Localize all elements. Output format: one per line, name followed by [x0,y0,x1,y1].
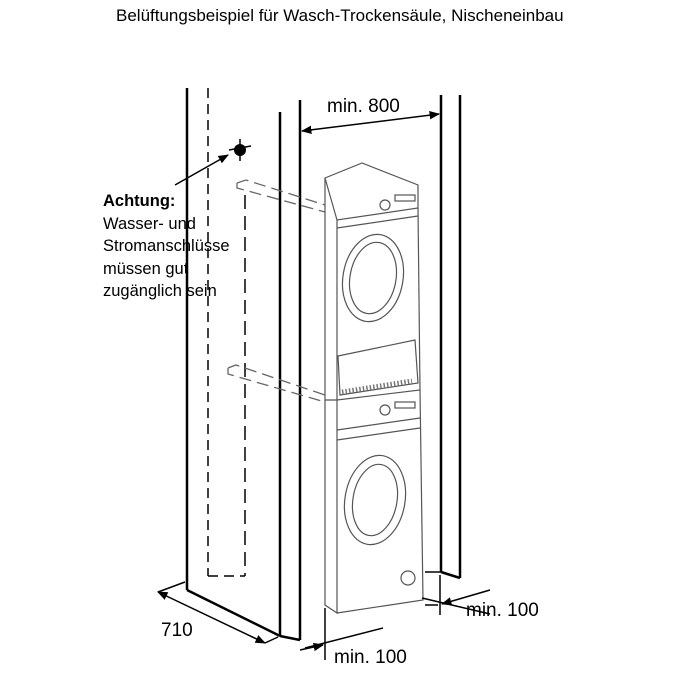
warning-line: Wasser- und [103,214,196,233]
warning-line: zugänglich sein [103,282,217,300]
left-wall [185,88,302,642]
warning-note: Achtung: Wasser- und Stromanschlüsse müs… [103,190,230,303]
diagram-title: Belüftungsbeispiel für Wasch-Trockensäul… [116,6,564,25]
warning-heading: Achtung: [103,192,176,210]
width-dimension-label: min. 800 [327,96,400,117]
washer [324,389,424,615]
connection-point-icon [174,139,252,186]
side-gap-label: min. 100 [466,600,539,621]
warning-line: Stromanschlüsse [103,237,230,255]
right-wall [425,95,462,580]
shelves [227,179,326,403]
warning-line: müssen gut [103,259,189,278]
front-gap-label: min. 100 [334,647,407,668]
depth-dimension-label: 710 [161,620,193,641]
dryer [324,162,421,401]
dimension-lines [157,110,491,660]
